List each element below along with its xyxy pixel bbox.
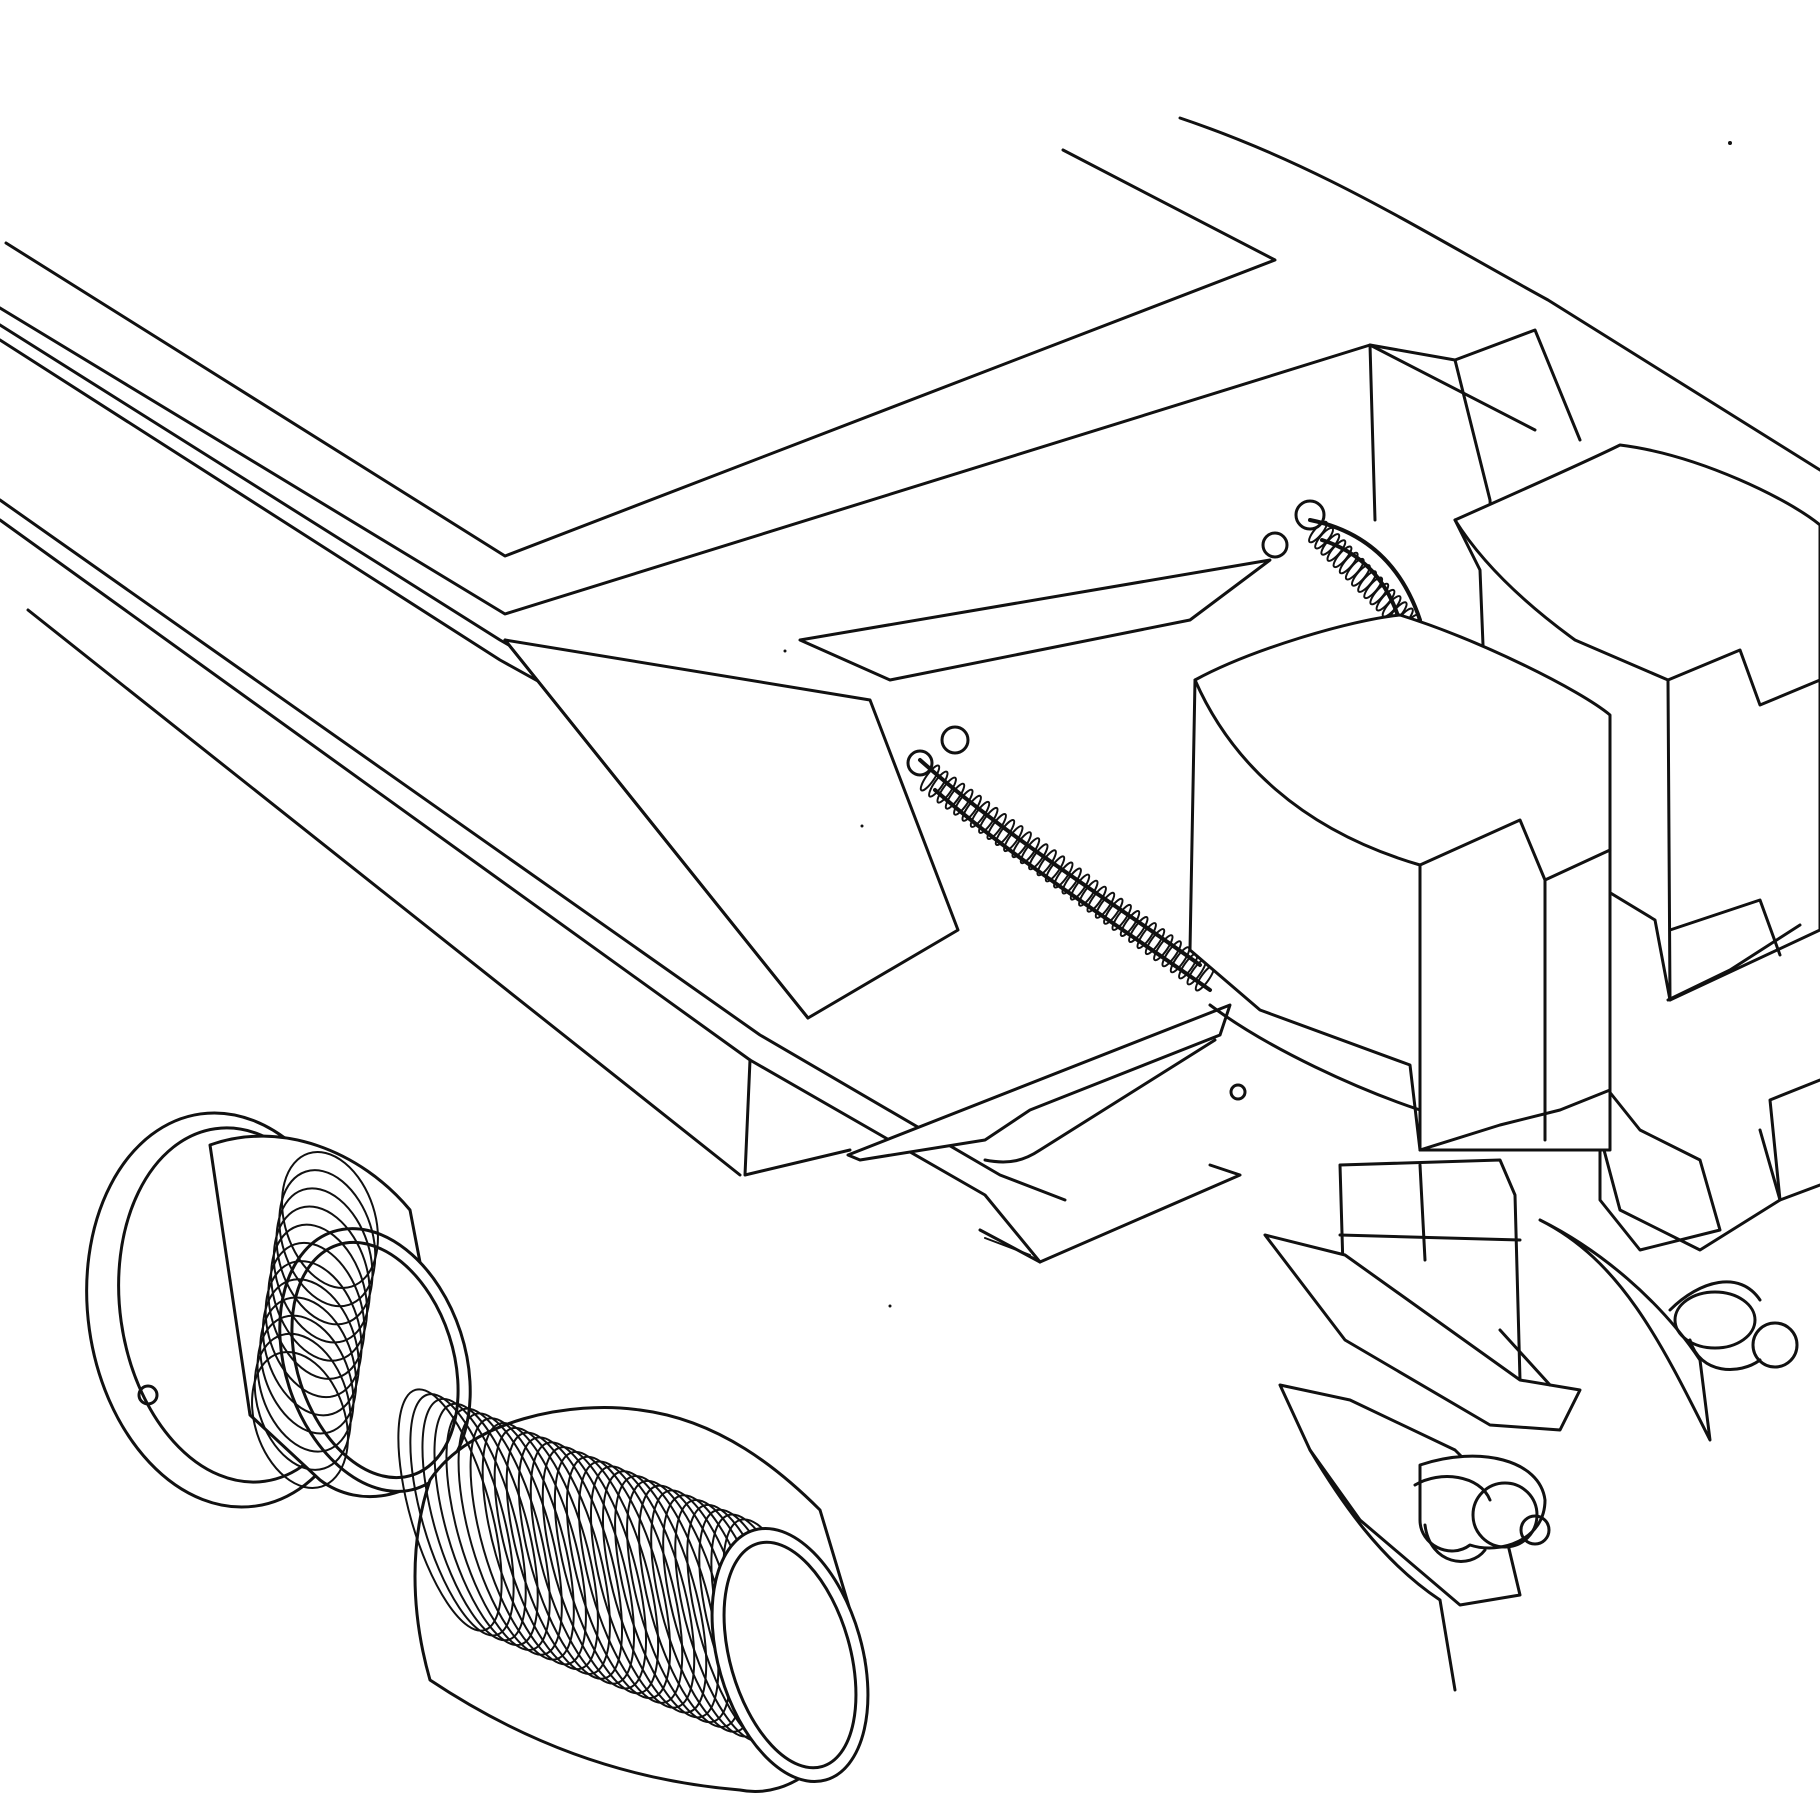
hose-rib [1128, 916, 1149, 943]
fitting-thread [259, 1296, 358, 1435]
fitting-thread [267, 1241, 366, 1380]
hose-rib [1003, 825, 1024, 853]
fitting-thread [256, 1314, 355, 1453]
fitting-thread [281, 1150, 379, 1290]
hose-rib [994, 819, 1016, 846]
hose-rib [1036, 849, 1057, 877]
hose-rib [1053, 861, 1074, 889]
fitting-thread [264, 1260, 363, 1399]
hose-rib [978, 806, 999, 834]
hose-rib [928, 770, 949, 798]
hose-rib [1094, 891, 1116, 919]
hose-rib [1103, 897, 1124, 925]
fitting-thread [278, 1169, 377, 1308]
hose-rib [1119, 910, 1141, 937]
hose-rib [1019, 837, 1041, 865]
outboard-motor-rear [1453, 443, 1820, 1442]
hose-rib [1086, 885, 1107, 913]
hose-rib [1078, 879, 1099, 907]
hose-rib [1153, 934, 1174, 962]
hose-rib [1028, 843, 1049, 871]
hose-rib [1144, 928, 1166, 956]
fitting-thread [272, 1205, 371, 1344]
hose-rib [969, 800, 991, 828]
hose-rib [953, 788, 974, 816]
hose-rib [986, 813, 1007, 840]
fitting-thread [261, 1278, 360, 1417]
hose-rib [1044, 855, 1066, 883]
hose-rib [1061, 867, 1082, 895]
hose-rib [961, 794, 982, 822]
hose-rib [1161, 940, 1182, 968]
hose-rib [1111, 903, 1132, 931]
hose-rib [1011, 831, 1032, 859]
fitting-thread [270, 1223, 369, 1362]
flanged-hose-fitting [85, 1111, 472, 1509]
outboard-motor-front [1188, 613, 1612, 1692]
corrugated-hose-section [397, 1388, 870, 1793]
paper-specks [783, 141, 1732, 1308]
hose-rib [919, 764, 941, 792]
hose-rib [944, 782, 966, 810]
hose-rib [1069, 873, 1091, 901]
hose-rib [1136, 922, 1157, 950]
fitting-thread [275, 1187, 374, 1326]
boat-hull [0, 116, 1820, 1264]
engine-hoses [906, 499, 1422, 992]
hose-rib [936, 776, 957, 804]
fitting-thread [253, 1332, 352, 1471]
fitting-thread [251, 1350, 349, 1490]
